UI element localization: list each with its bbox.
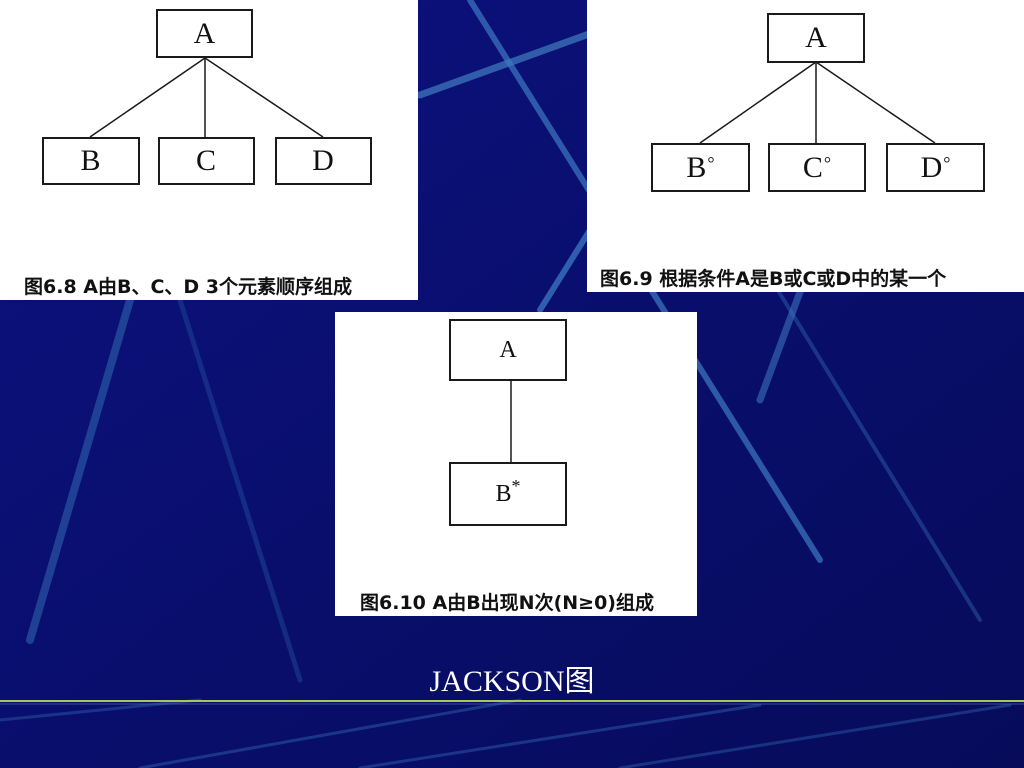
figure-iteration-panel: A B* 图6.10 A由B出现N次(N≥0)组成 [335,312,697,616]
figure-caption: 图6.8 A由B、C、D 3个元素顺序组成 [24,276,353,298]
figure-caption: 图6.10 A由B出现N次(N≥0)组成 [360,592,654,614]
figure-selection-panel: A B° C° D° 图6.9 根据条件A是B或C或D中的某一个 [587,0,1024,292]
node-child: D° [886,143,985,192]
figure-caption: 图6.9 根据条件A是B或C或D中的某一个 [600,268,947,290]
node-child: D [275,137,372,185]
figure-sequence-panel: A B C D 图6.8 A由B、C、D 3个元素顺序组成 [0,0,418,300]
node-root: A [449,319,567,381]
figure-sequence-connectors [89,57,324,138]
node-child: B° [651,143,750,192]
node-child: C° [768,143,866,192]
slide-title: JACKSON图 [429,665,595,698]
node-child: B [42,137,140,185]
node-child: C [158,137,255,185]
node-root: A [767,13,865,63]
figure-selection-connectors [699,61,936,144]
figure-iteration-connectors [510,381,512,462]
node-root: A [156,9,253,58]
node-child: B* [449,462,567,526]
